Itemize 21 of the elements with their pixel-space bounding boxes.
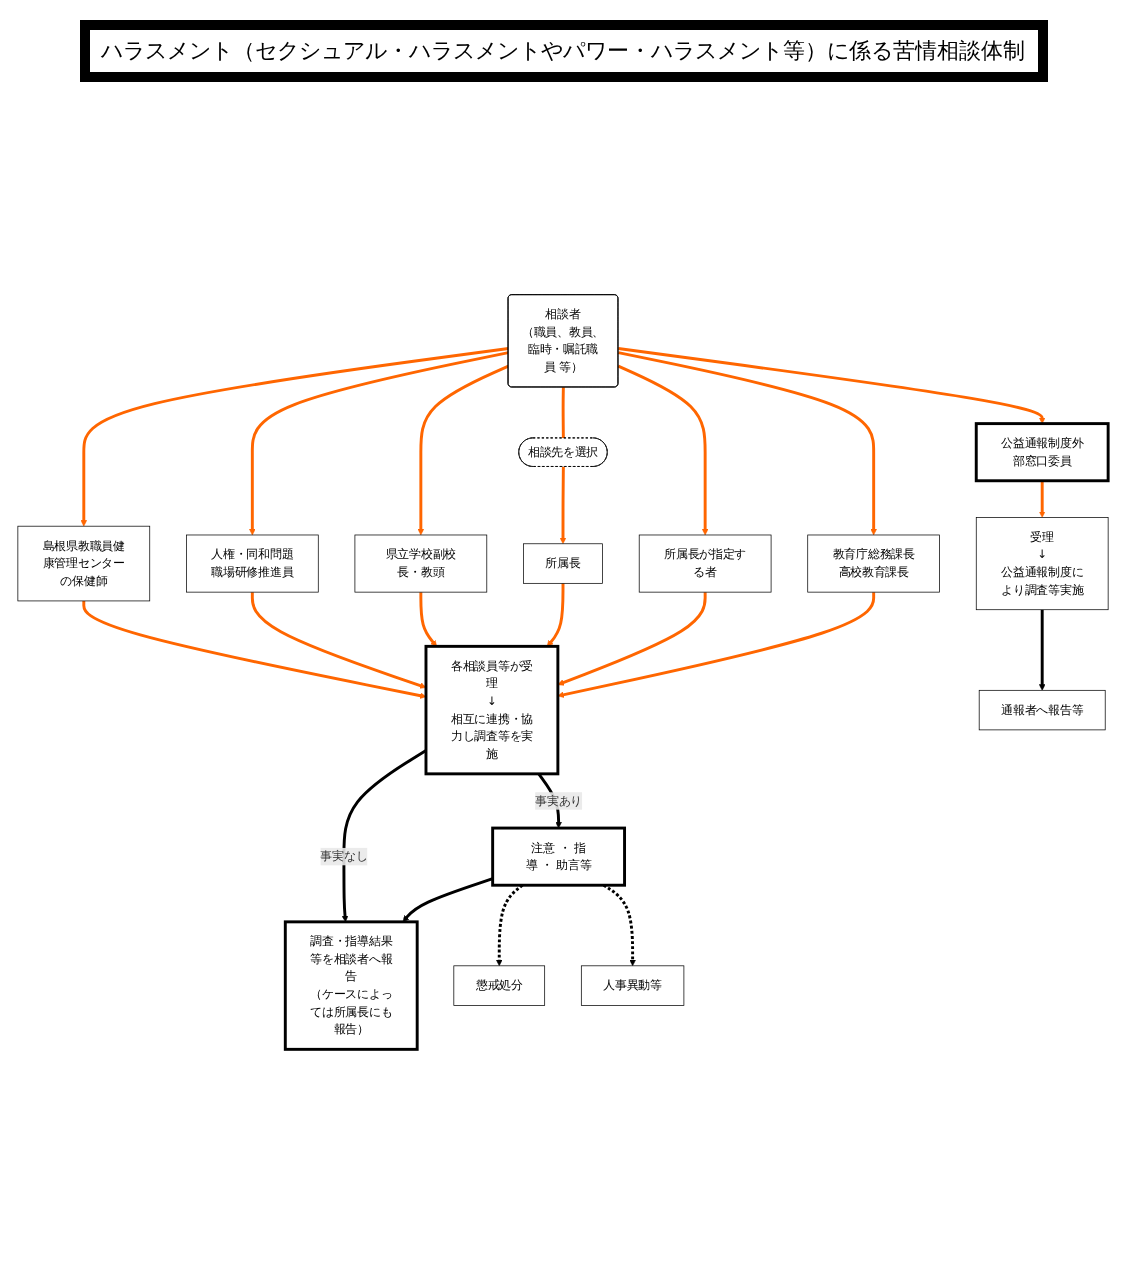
arrow: [496, 884, 524, 967]
arrow: [557, 592, 707, 686]
arrow: [419, 592, 437, 647]
arrow: [80, 347, 509, 527]
arrow: [402, 877, 494, 923]
arrow: [546, 583, 565, 647]
arrow: [618, 347, 1046, 424]
arrow: [557, 592, 876, 698]
arrow: [1038, 609, 1046, 691]
arrow: [559, 466, 567, 545]
arrow: [341, 749, 427, 923]
arrow: [249, 351, 509, 536]
connector: [561, 387, 565, 439]
arrow: [1038, 480, 1046, 518]
diagram-title: ハラスメント（セクシュアル・ハラスメントやパワー・ハラスメント等）に係る苦情相談体制: [79, 20, 1047, 82]
arrow: [250, 592, 427, 689]
arrow: [617, 364, 709, 536]
arrow: [618, 351, 877, 536]
arrow: [417, 364, 509, 536]
arrow: [602, 884, 636, 967]
arrow: [82, 600, 427, 699]
